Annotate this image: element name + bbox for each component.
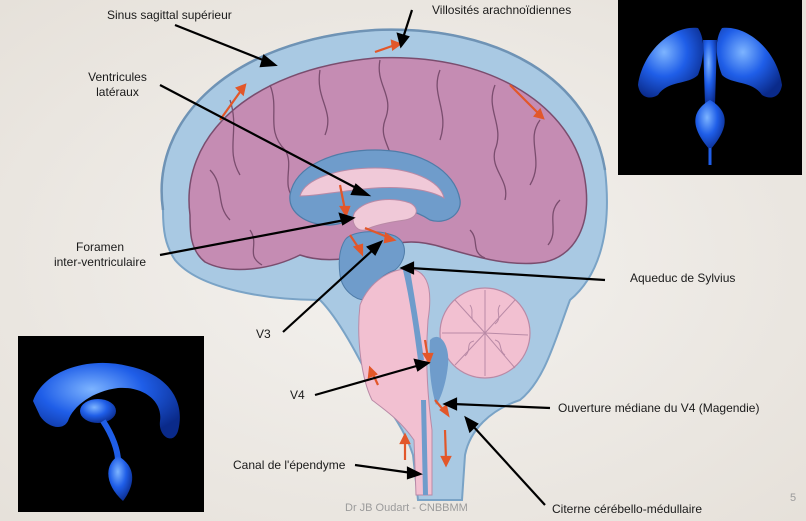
ventricle-cast-lateral-view [18, 336, 204, 512]
label-v3: V3 [256, 327, 271, 341]
label-citerne: Citerne cérébello-médullaire [552, 502, 703, 516]
label-aqueduc: Aqueduc de Sylvius [630, 271, 736, 285]
ventricle-cast-front-view [618, 0, 802, 175]
label-canal-ependyme: Canal de l'épendyme [233, 458, 346, 472]
label-foramen-line2: inter-ventriculaire [53, 255, 147, 269]
label-ventricules-lateraux: Ventricules latéraux [80, 70, 155, 100]
label-ouverture-mediane: Ouverture médiane du V4 (Magendie) [558, 401, 760, 415]
central-canal [421, 400, 428, 495]
footer-author: Dr JB Oudart - CNBBMM [345, 502, 468, 514]
label-ventricules-line1: Ventricules [88, 70, 147, 84]
brainstem [358, 268, 433, 496]
label-foramen-line1: Foramen [75, 240, 125, 254]
label-ventricules-line2: latéraux [96, 85, 139, 99]
label-villosites: Villosités arachnoïdiennes [432, 3, 572, 17]
label-sinus-sagittal: Sinus sagittal supérieur [107, 8, 232, 22]
aqueduct [403, 270, 424, 360]
label-foramen: Foramen inter-ventriculaire [45, 240, 155, 270]
page-number: 5 [790, 492, 797, 504]
label-v4: V4 [290, 388, 305, 402]
fourth-ventricle [429, 336, 449, 405]
